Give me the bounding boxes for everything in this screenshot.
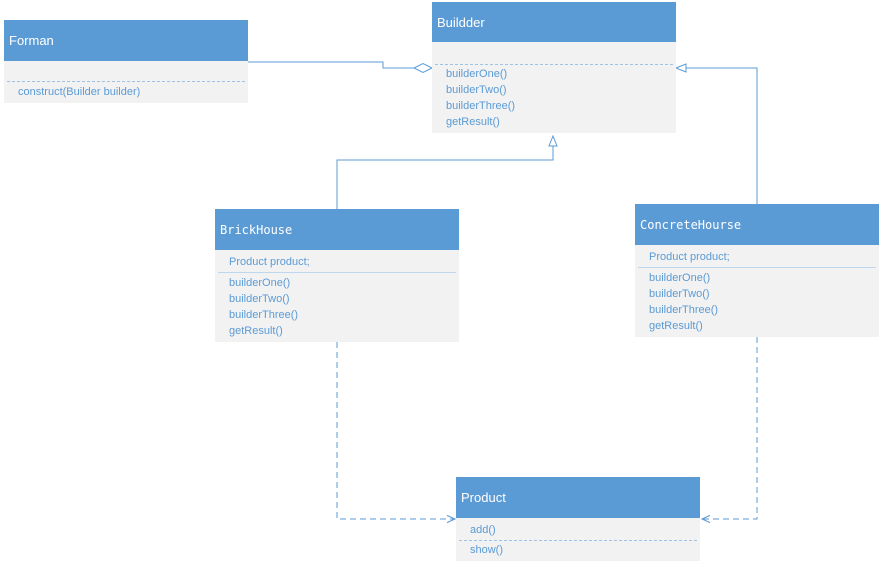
class-product[interactable]: Product add() show() [456,477,700,561]
class-name: Buildder [432,2,676,42]
aggregation-diamond-icon [412,62,434,74]
method: show() [470,544,504,556]
generalization-line-concretehourse [686,67,758,204]
method: construct(Builder builder) [18,86,141,98]
methods-section: construct(Builder builder) [4,82,248,100]
method: builderOne() [446,68,508,80]
method: builderTwo() [649,288,710,300]
attribute: Product product; [649,251,730,263]
dependency-line-brickhouse-product [336,342,455,519]
methods-section: builderOne() builderTwo() builderThree()… [215,273,459,339]
generalization-triangle-icon [674,63,687,73]
class-name: ConcreteHourse [635,204,879,245]
method: getResult() [446,116,500,128]
method: add() [470,524,496,536]
divider [218,272,456,273]
divider [459,540,697,541]
dependency-line-concretehourse-product [702,337,758,519]
generalization-triangle-icon [548,134,558,147]
methods-section: add() [456,518,700,540]
class-brickhouse[interactable]: BrickHouse Product product; builderOne()… [215,209,459,342]
attributes-section [4,61,248,81]
methods-section: show() [456,541,700,558]
class-builder[interactable]: Buildder builderOne() builderTwo() build… [432,2,676,133]
method: builderThree() [229,309,299,321]
method: getResult() [649,320,703,332]
attribute: Product product; [229,256,310,268]
divider [7,81,245,82]
generalization-line-brickhouse [336,146,554,209]
methods-section: builderOne() builderTwo() builderThree()… [432,65,676,130]
attributes-section [432,42,676,64]
method: builderThree() [649,304,719,316]
divider [638,267,876,268]
divider [435,64,673,65]
class-name: Forman [4,20,248,61]
method: builderOne() [229,277,291,289]
class-concretehourse[interactable]: ConcreteHourse Product product; builderO… [635,204,879,337]
method: builderTwo() [229,293,290,305]
attributes-section: Product product; [635,245,879,267]
method: builderOne() [649,272,711,284]
methods-section: builderOne() builderTwo() builderThree()… [635,268,879,334]
class-name: BrickHouse [215,209,459,250]
method: builderTwo() [446,84,507,96]
method: builderThree() [446,100,516,112]
aggregation-line-forman-builder [248,61,414,69]
attributes-section: Product product; [215,250,459,272]
method: getResult() [229,325,283,337]
class-forman[interactable]: Forman construct(Builder builder) [4,20,248,103]
class-name: Product [456,477,700,518]
